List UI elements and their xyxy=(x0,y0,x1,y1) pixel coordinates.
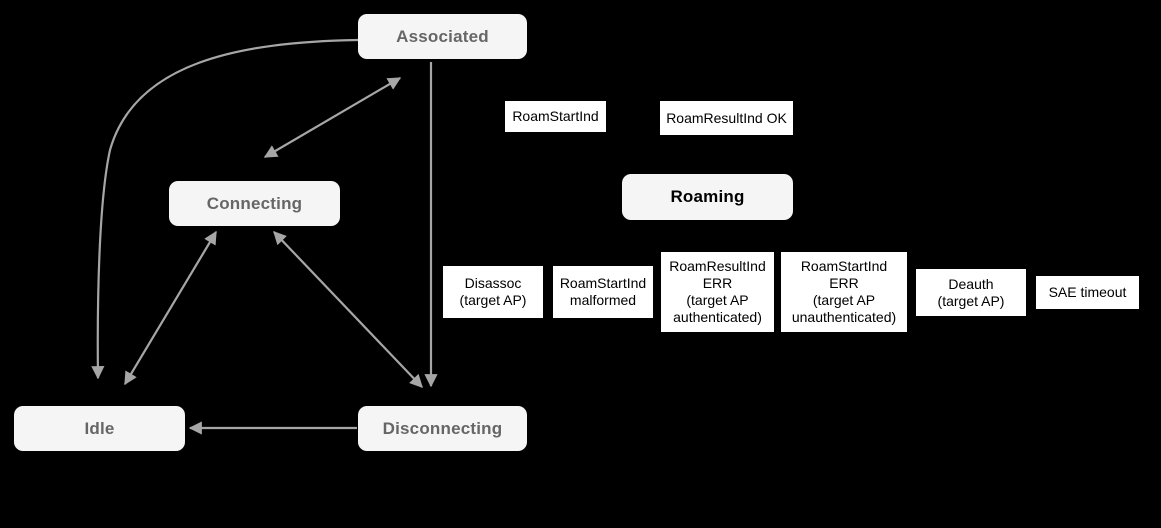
event-label-roam-start-ind[interactable]: RoamStartInd xyxy=(505,101,606,132)
state-node-disconnecting[interactable]: Disconnecting xyxy=(358,406,527,451)
event-label-deauth-target-ap[interactable]: Deauth (target AP) xyxy=(916,269,1026,316)
event-label-text: RoamResultInd ERR (target AP authenticat… xyxy=(669,258,766,325)
state-node-roaming[interactable]: Roaming xyxy=(622,174,793,220)
state-node-idle[interactable]: Idle xyxy=(14,406,185,451)
event-label-roam-result-ind-ok[interactable]: RoamResultInd OK xyxy=(660,101,793,135)
event-label-text: RoamResultInd OK xyxy=(666,109,787,126)
event-label-roam-start-ind-malformed[interactable]: RoamStartInd malformed xyxy=(553,266,653,318)
event-label-roam-result-ind-err[interactable]: RoamResultInd ERR (target AP authenticat… xyxy=(661,252,774,332)
event-label-roam-start-ind-err[interactable]: RoamStartInd ERR (target AP unauthentica… xyxy=(781,252,907,332)
state-node-connecting[interactable]: Connecting xyxy=(169,181,340,226)
state-label: Disconnecting xyxy=(382,418,503,438)
event-label-text: Disassoc (target AP) xyxy=(459,275,527,308)
edge-connecting-associated xyxy=(263,77,402,158)
event-label-text: RoamStartInd ERR (target AP unauthentica… xyxy=(791,258,897,325)
event-label-text: Deauth (target AP) xyxy=(937,275,1005,309)
state-label: Idle xyxy=(84,418,115,438)
event-label-sae-timeout[interactable]: SAE timeout xyxy=(1036,276,1139,309)
state-label: Roaming xyxy=(670,187,745,206)
event-label-disassoc-target-ap[interactable]: Disassoc (target AP) xyxy=(443,266,543,318)
edge-idle-connecting xyxy=(124,230,217,386)
state-node-associated[interactable]: Associated xyxy=(358,14,527,59)
edge-connecting-disconnecting xyxy=(273,231,423,388)
edge-associated-to-idle xyxy=(91,38,359,380)
event-label-text: RoamStartInd malformed xyxy=(559,275,647,308)
event-label-text: SAE timeout xyxy=(1048,284,1127,300)
state-label: Connecting xyxy=(206,193,303,213)
event-label-text: RoamStartInd xyxy=(512,108,599,124)
state-label: Associated xyxy=(396,26,489,46)
